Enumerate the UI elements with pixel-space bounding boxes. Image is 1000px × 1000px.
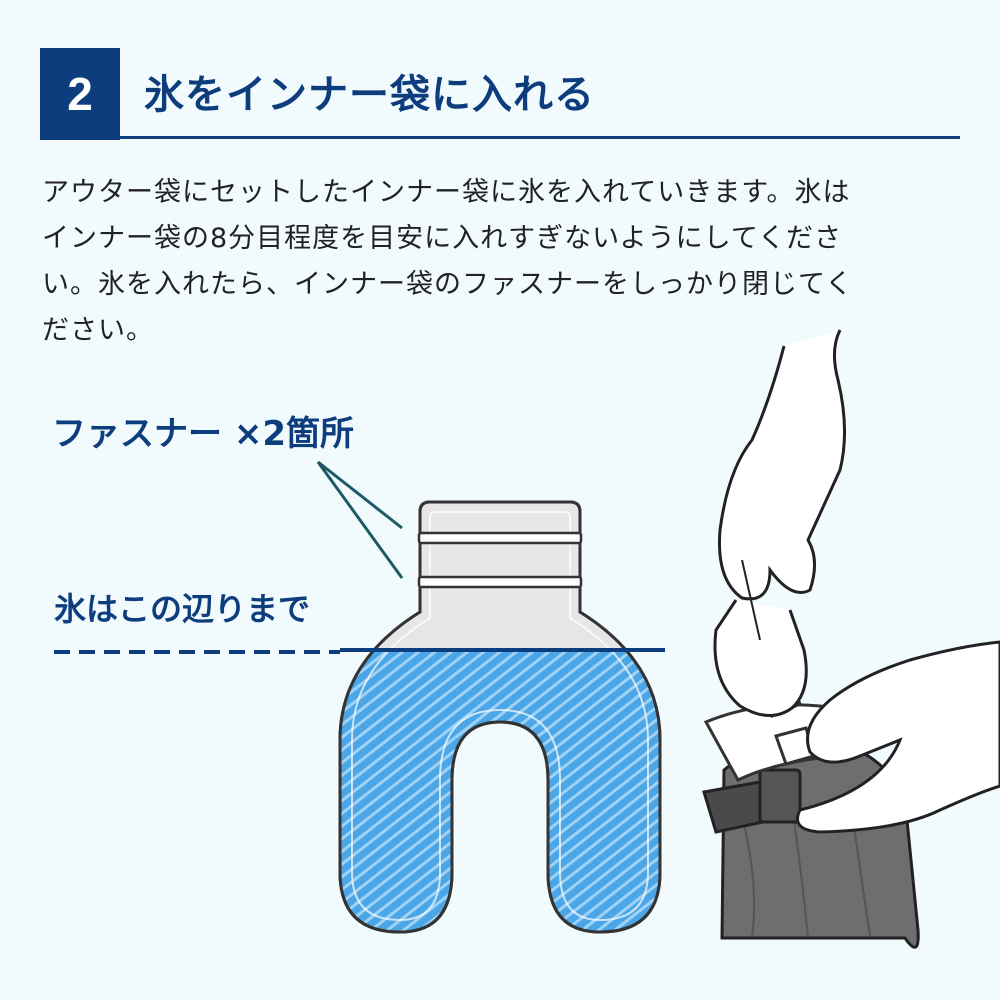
- instruction-line-1: アウター袋にセットしたインナー袋に氷を入れていきます。氷は: [42, 177, 851, 208]
- zipper-leader-lines: [316, 460, 404, 579]
- instruction-text: アウター袋にセットしたインナー袋に氷を入れていきます。氷は インナー袋の8分目程…: [42, 170, 972, 354]
- fill-level-callout-label: 氷はこの辺りまで: [54, 590, 311, 628]
- step-header: 2 氷をインナー袋に入れる: [40, 48, 960, 140]
- header-divider: [40, 136, 960, 139]
- zipper-callout-label: ファスナー ×2箇所: [52, 414, 354, 454]
- outer-bag-with-hands: [702, 329, 1000, 949]
- step-title: 氷をインナー袋に入れる: [144, 72, 595, 118]
- inner-bag: [338, 500, 662, 934]
- instruction-line-2: インナー袋の8分目程度を目安に入れすぎないようにしてくださ: [42, 223, 843, 254]
- instruction-line-4: ださい。: [42, 315, 154, 346]
- fill-level-line: [54, 648, 665, 654]
- zipper-1: [417, 531, 583, 545]
- step-number-badge: 2: [40, 48, 120, 140]
- ice-fill: [340, 650, 660, 932]
- instruction-line-3: い。氷を入れたら、インナー袋のファスナーをしっかり閉じてく: [42, 269, 854, 300]
- zipper-2: [417, 575, 583, 589]
